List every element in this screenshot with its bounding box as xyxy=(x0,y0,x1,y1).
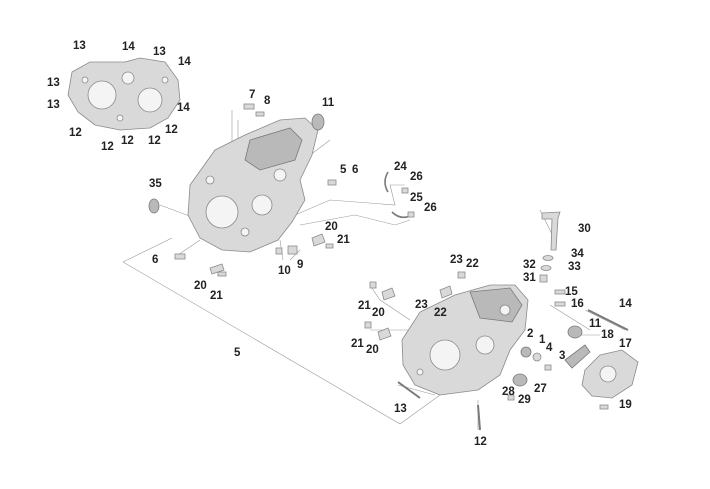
callout-20-b: 20 xyxy=(194,280,207,292)
small-parts xyxy=(148,103,629,431)
callout-20-a: 20 xyxy=(325,221,338,233)
callout-29: 29 xyxy=(518,394,531,406)
callout-34: 34 xyxy=(571,248,584,260)
callout-25: 25 xyxy=(410,192,423,204)
callout-6-a: 6 xyxy=(352,164,358,176)
callout-13-c: 13 xyxy=(47,77,60,89)
callout-35: 35 xyxy=(149,178,162,190)
side-cover xyxy=(564,344,639,399)
callout-21-b: 21 xyxy=(210,290,223,302)
small-crankcase-half xyxy=(67,57,181,131)
callout-11-a: 11 xyxy=(322,97,335,109)
callout-23-a: 23 xyxy=(450,254,463,266)
callout-13-e: 13 xyxy=(394,403,407,415)
callout-9: 9 xyxy=(297,259,303,271)
callout-12-d: 12 xyxy=(121,135,134,147)
callout-3: 3 xyxy=(559,350,565,362)
callout-27: 27 xyxy=(534,383,547,395)
callout-30: 30 xyxy=(578,223,591,235)
callout-21-c: 21 xyxy=(358,300,371,312)
callout-22-b: 22 xyxy=(434,307,447,319)
callout-12-b: 12 xyxy=(165,124,178,136)
callout-16: 16 xyxy=(571,298,584,310)
callout-23-b: 23 xyxy=(415,299,428,311)
callout-21-a: 21 xyxy=(337,234,350,246)
callout-20-d: 20 xyxy=(366,344,379,356)
left-crankcase-half xyxy=(187,117,319,253)
callout-20-c: 20 xyxy=(372,307,385,319)
callout-13-d: 13 xyxy=(47,99,60,111)
callout-10: 10 xyxy=(278,265,291,277)
callout-1: 1 xyxy=(539,334,546,346)
callout-32: 32 xyxy=(523,259,536,271)
callout-28: 28 xyxy=(502,386,515,398)
callout-7: 7 xyxy=(249,89,255,101)
callout-12-a: 12 xyxy=(69,127,82,139)
callout-31: 31 xyxy=(523,272,536,284)
callout-21-d: 21 xyxy=(351,338,364,350)
callout-26-a: 26 xyxy=(410,171,423,183)
callout-6-b: 6 xyxy=(152,254,158,266)
callout-12-e: 12 xyxy=(148,135,161,147)
callout-17: 17 xyxy=(619,338,632,350)
callout-8: 8 xyxy=(264,95,271,107)
callout-14-a: 14 xyxy=(122,41,135,53)
callout-13-a: 13 xyxy=(73,40,86,52)
callout-19: 19 xyxy=(619,399,632,411)
callout-labels: 13 14 13 14 13 13 14 12 12 12 12 12 7 8 … xyxy=(47,40,632,448)
callout-15: 15 xyxy=(565,286,578,298)
callout-14-b: 14 xyxy=(178,56,191,68)
callout-12-f: 12 xyxy=(474,436,487,448)
callout-26-b: 26 xyxy=(424,202,437,214)
callout-18: 18 xyxy=(601,329,614,341)
callout-24: 24 xyxy=(394,161,407,173)
callout-22-a: 22 xyxy=(466,258,479,270)
callout-11-b: 11 xyxy=(589,318,602,330)
callout-33: 33 xyxy=(568,261,581,273)
callout-4: 4 xyxy=(546,342,553,354)
callout-14-d: 14 xyxy=(619,298,632,310)
callout-5-b: 5 xyxy=(234,347,241,359)
callout-12-c: 12 xyxy=(101,141,114,153)
callout-13-b: 13 xyxy=(153,46,166,58)
right-crankcase-half xyxy=(401,284,529,396)
callout-5-a: 5 xyxy=(340,164,347,176)
callout-2: 2 xyxy=(527,328,533,340)
callout-14-c: 14 xyxy=(177,102,190,114)
